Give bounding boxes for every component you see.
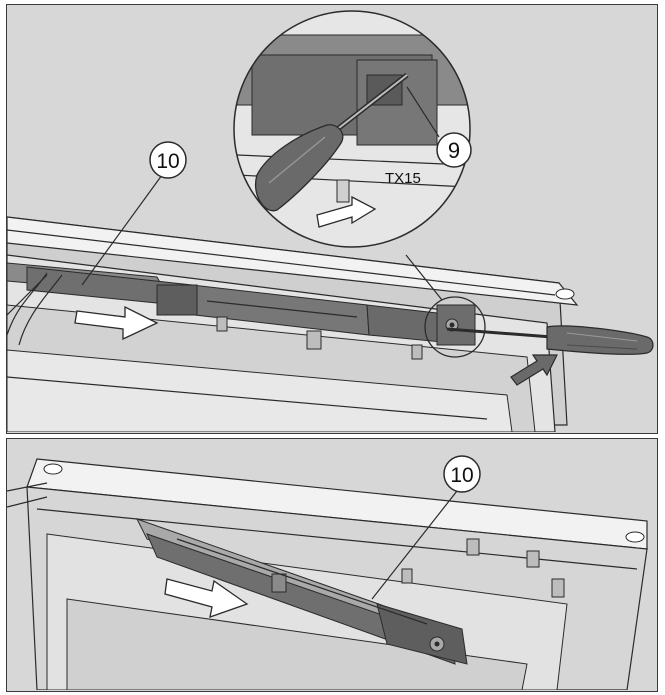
callout-9: 9	[406, 86, 472, 168]
hinge-rail	[7, 262, 476, 346]
detail-focus-ring	[424, 296, 486, 358]
callout-10-bottom: 10	[371, 455, 481, 600]
remove-direction-arrow	[164, 578, 249, 618]
pull-down-arrow	[510, 354, 558, 386]
hinge-rail-removed	[136, 518, 468, 665]
bottom-illustration-svg: 10	[7, 455, 648, 690]
slide-direction-arrow	[74, 305, 159, 341]
detail-direction-arrow	[316, 195, 377, 228]
callout-10-top: 10	[81, 141, 187, 286]
callout-10-bottom-label: 10	[450, 464, 473, 487]
detail-leader-line	[405, 254, 443, 301]
top-illustration-svg: 9 TX15 10	[7, 10, 654, 432]
rail-clips-bottom	[401, 538, 565, 598]
rail-clips	[216, 316, 423, 360]
callout-9-label: 9	[448, 138, 460, 163]
bottom-illustration-panel: 10	[6, 438, 658, 692]
screwdriver-main	[446, 325, 654, 355]
tool-size-label: TX15	[385, 170, 421, 187]
callout-10-top-label: 10	[156, 150, 179, 173]
magnified-detail	[233, 10, 471, 248]
appliance-frame-bottom	[7, 458, 648, 690]
top-illustration-panel: 9 TX15 10	[6, 4, 658, 434]
